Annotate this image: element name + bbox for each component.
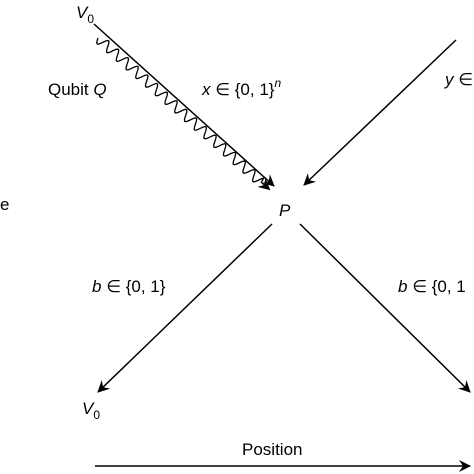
x-message-label: x ∈ {0, 1}n bbox=[201, 76, 281, 99]
b-response-label-left: b ∈ {0, 1} bbox=[92, 277, 166, 296]
prover-label: P bbox=[279, 201, 291, 220]
qubit-wavy-arrow bbox=[96, 37, 271, 191]
position-axis-label: Position bbox=[242, 440, 302, 459]
verifier-top-label: V0 bbox=[76, 3, 94, 26]
classical-message-arrow-top-right bbox=[303, 39, 457, 186]
y-message-label: y ∈ bbox=[444, 70, 473, 89]
left-edge-text-fragment: e bbox=[0, 195, 9, 214]
response-arrow-bottom-left bbox=[97, 223, 273, 393]
classical-message-arrow-top-left bbox=[93, 23, 275, 187]
verifier-bottom-label: V0 bbox=[82, 399, 100, 422]
qubit-label: Qubit Q bbox=[48, 80, 107, 99]
response-arrow-bottom-right bbox=[299, 223, 471, 393]
b-response-label-right: b ∈ {0, 1 bbox=[398, 277, 466, 296]
